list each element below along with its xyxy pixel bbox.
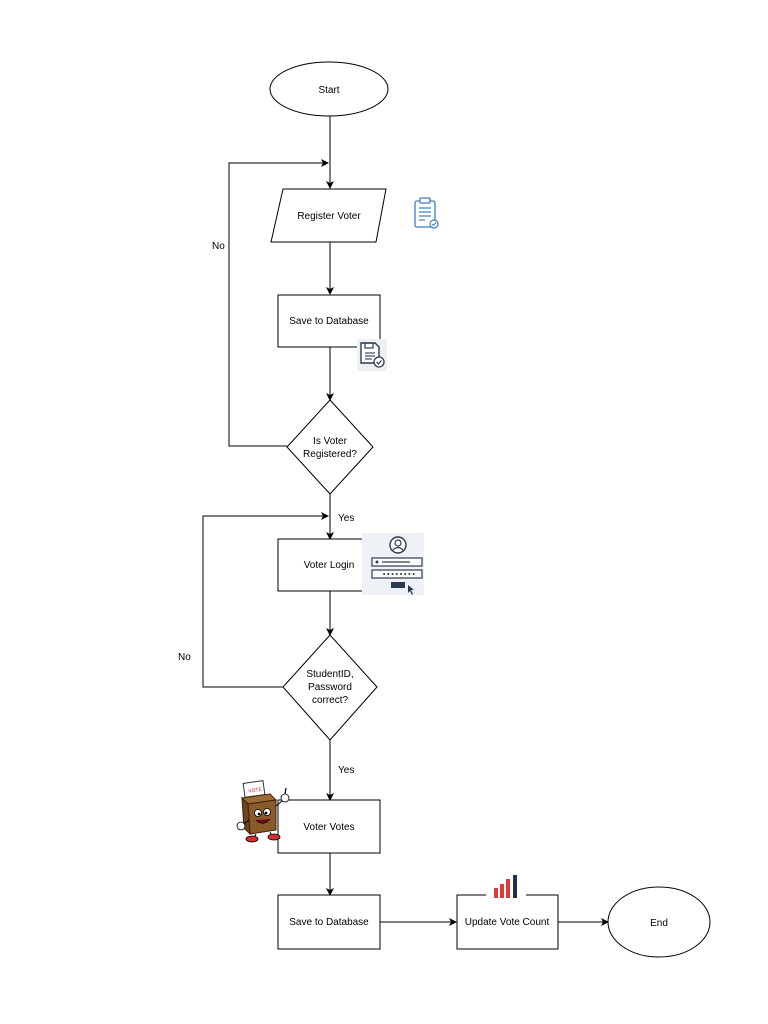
ballot-box-mascot-icon: VOTE — [236, 780, 290, 843]
is-registered-label-line2: Registered? — [303, 449, 357, 460]
voter-votes-label: Voter Votes — [303, 822, 354, 833]
credentials-label-line2: Password — [308, 682, 352, 693]
is-registered-label-line1: Is Voter — [313, 436, 348, 447]
credentials-label-line3: correct? — [312, 695, 349, 706]
edge-label-credentials-yes: Yes — [338, 765, 354, 776]
login-form-icon: •••••••• — [362, 533, 424, 595]
node-voter-votes: Voter Votes — [277, 799, 381, 854]
node-start: Start — [269, 61, 389, 117]
credentials-label-line1: StudentID, — [306, 669, 353, 680]
update-vote-count-label: Update Vote Count — [465, 917, 550, 928]
edge-label-registered-yes: Yes — [338, 513, 354, 524]
node-save-database-2: Save to Database — [277, 894, 381, 950]
voter-login-label: Voter Login — [304, 560, 355, 571]
save-database-1-label: Save to Database — [289, 316, 369, 327]
edge-label-credentials-no: No — [178, 652, 191, 663]
node-update-vote-count: Update Vote Count — [456, 894, 559, 950]
register-voter-label: Register Voter — [297, 211, 361, 222]
floppy-disk-icon — [357, 339, 387, 371]
node-is-voter-registered: Is Voter Registered? — [286, 399, 374, 495]
bar-chart-icon — [486, 872, 526, 902]
end-label: End — [650, 918, 668, 929]
edge-credentials-no-loop — [202, 512, 329, 688]
node-end: End — [607, 886, 711, 958]
edge-decision-no-loop — [228, 159, 329, 447]
clipboard-icon — [414, 197, 439, 229]
start-label: Start — [318, 85, 339, 96]
svg-text:••••••••: •••••••• — [382, 571, 416, 579]
edge-label-registered-no: No — [212, 241, 225, 252]
svg-text:VOTE: VOTE — [248, 787, 262, 795]
node-credentials-correct: StudentID, Password correct? — [282, 634, 378, 741]
edges — [202, 116, 609, 926]
node-register-voter: Register Voter — [270, 188, 387, 243]
save-database-2-label: Save to Database — [289, 917, 369, 928]
node-save-database-1: Save to Database — [277, 294, 381, 348]
